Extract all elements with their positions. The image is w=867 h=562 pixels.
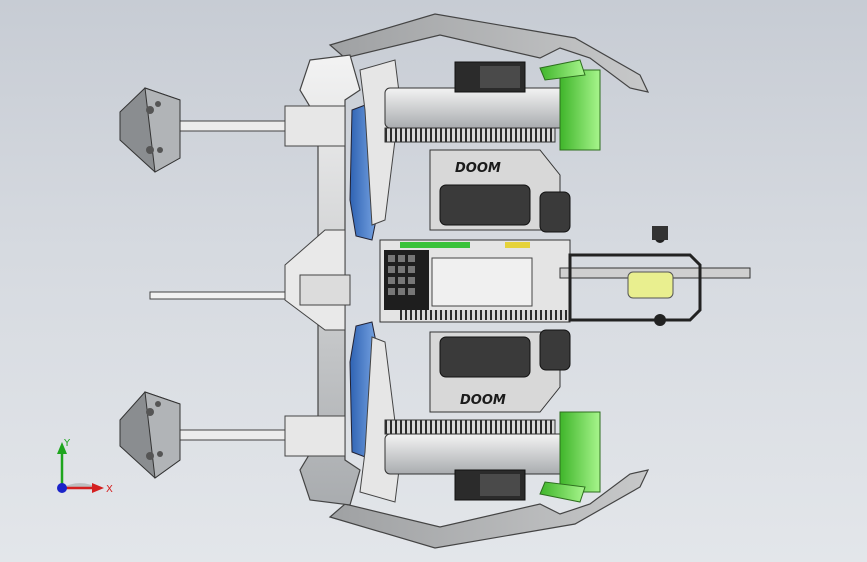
top-green-bracket[interactable] (559, 69, 601, 151)
top-left-sensor-pod[interactable] (119, 87, 296, 173)
top-drive-wheel-module[interactable] (384, 59, 601, 151)
bottom-drive-wheel-module[interactable] (384, 411, 601, 503)
coordinate-triad: Y X (57, 438, 113, 495)
front-frame[interactable] (284, 54, 361, 506)
top-motor-housing[interactable]: DOOM (429, 149, 571, 233)
top-doom-logo: DOOM (455, 161, 501, 176)
bottom-green-bracket[interactable] (559, 411, 601, 493)
x-axis-label: X (106, 484, 113, 495)
bottom-left-sensor-pod[interactable] (119, 391, 296, 479)
bottom-armor-plate[interactable] (328, 469, 650, 549)
origin-marker (57, 483, 67, 493)
y-axis-label: Y (63, 438, 71, 449)
bottom-doom-logo: DOOM (460, 393, 506, 408)
rear-lift-arm[interactable] (559, 226, 751, 326)
central-electronics-block[interactable] (379, 239, 571, 323)
top-armor-plate[interactable] (328, 13, 650, 93)
bottom-motor-housing[interactable]: DOOM (429, 329, 571, 413)
